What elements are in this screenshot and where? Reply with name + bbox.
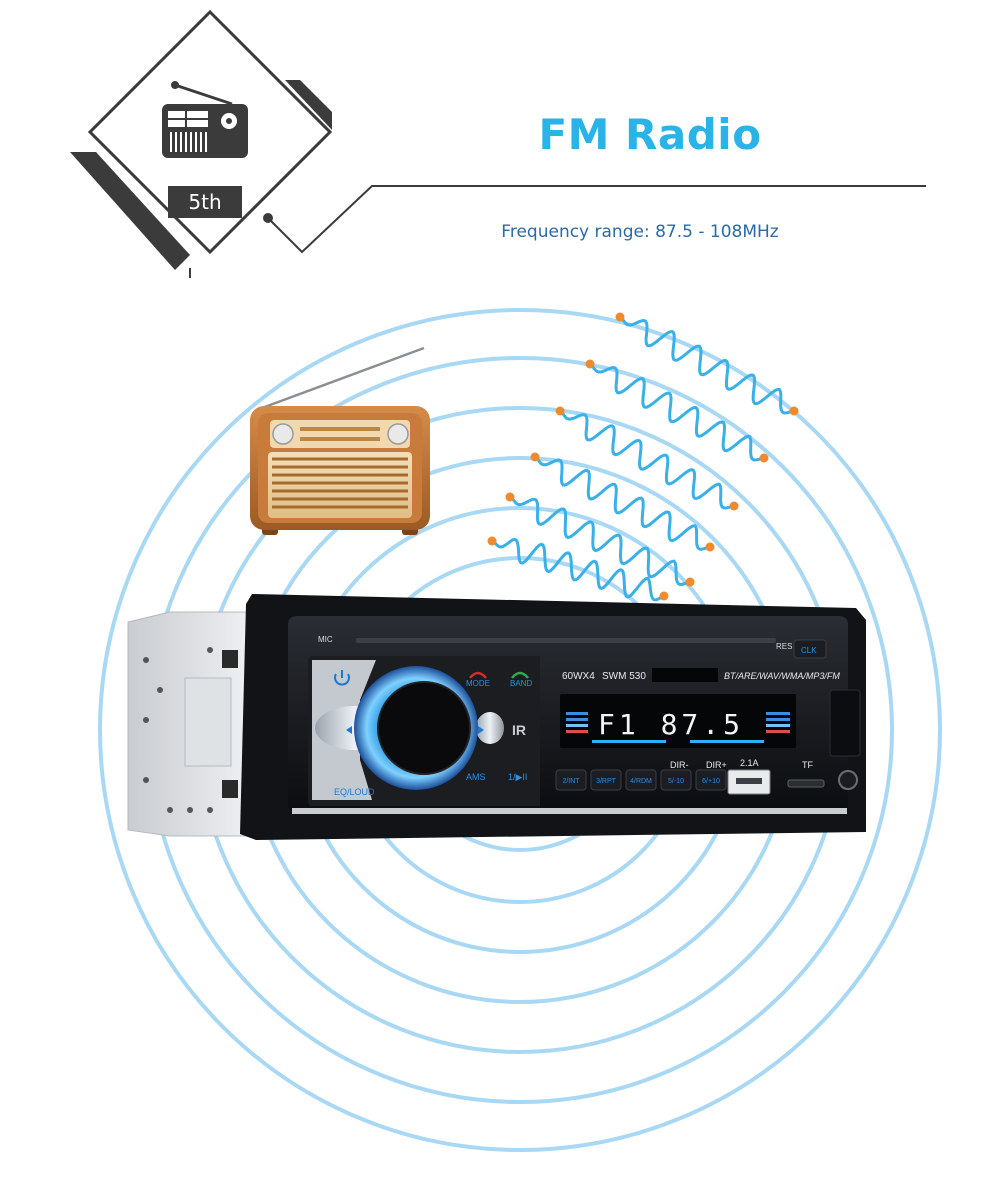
wave-dot: [530, 452, 540, 462]
header-decoration: [70, 9, 926, 278]
radio-icon: [162, 81, 248, 158]
page-title: FM Radio: [538, 110, 762, 159]
volume-knob[interactable]: [377, 681, 471, 775]
clk-label: CLK: [801, 646, 817, 655]
wave-dot: [487, 536, 497, 546]
clk-button[interactable]: [793, 639, 827, 659]
preset-button[interactable]: [695, 769, 727, 791]
wave-3: [559, 409, 735, 510]
next-icon[interactable]: [478, 726, 484, 734]
display-text: F1 87.5: [598, 708, 744, 741]
aux-jack[interactable]: [838, 770, 858, 790]
mode-icon: [469, 671, 487, 679]
preset-button[interactable]: [555, 769, 587, 791]
wave-2: [589, 362, 765, 462]
eq-bars-right: [766, 712, 790, 733]
lcd-display: [560, 694, 796, 748]
dir-plus-label: DIR+: [706, 760, 727, 770]
preset-button[interactable]: [660, 769, 692, 791]
tf-label: TF: [802, 760, 813, 770]
preset-button[interactable]: [590, 769, 622, 791]
wave-5: [509, 495, 691, 587]
wave-dot: [729, 501, 739, 511]
radio-waves: [487, 312, 799, 602]
wave-1: [619, 315, 795, 415]
frequency-range: Frequency range: 87.5 - 108MHz: [501, 222, 779, 242]
preset-label: 6/+10: [702, 778, 720, 785]
play-pause-label[interactable]: 1/▶II: [508, 772, 527, 782]
ir-sensor: IR: [512, 722, 526, 738]
wave-dot: [705, 542, 715, 552]
car-stereo: 2/INT 3/RPT 4/RDM 5/-10 6/+10 MIC RES CLK MO…: [127, 594, 866, 840]
dir-minus-label: DIR-: [670, 760, 689, 770]
wave-dot: [585, 359, 595, 369]
wave-dot: [789, 406, 799, 416]
preset-buttons: 2/INT 3/RPT 4/RDM 5/-10 6/+10: [555, 769, 727, 791]
feature-badge: 5th: [168, 186, 242, 218]
model-label: SWM 530: [602, 671, 646, 682]
mode-label[interactable]: MODE: [466, 679, 490, 688]
preset-label: 4/RDM: [630, 778, 652, 785]
preset-label: 2/INT: [562, 778, 580, 785]
band-icon: [511, 671, 529, 679]
ams-label[interactable]: AMS: [466, 772, 486, 782]
tf-slot[interactable]: [787, 779, 825, 788]
usb-current-label: 2.1A: [740, 758, 759, 768]
formats-label: BT/ARE/WAV/WMA/MP3/FM: [724, 671, 840, 681]
preset-label: 3/RPT: [596, 778, 617, 785]
mic-label: MIC: [318, 635, 333, 644]
stereo-chassis: [127, 611, 251, 837]
wave-dot: [615, 312, 625, 322]
wave-dot: [759, 453, 769, 463]
eq-loud-label[interactable]: EQ/LOUD: [334, 787, 375, 797]
wave-dot: [555, 406, 565, 416]
power-rating: 60WX4: [562, 671, 595, 682]
res-label: RES: [776, 642, 792, 651]
wave-6: [491, 537, 665, 602]
preset-button[interactable]: [625, 769, 657, 791]
vintage-radio: [250, 346, 430, 535]
preset-label: 5/-10: [668, 778, 684, 785]
power-icon[interactable]: [334, 670, 350, 686]
wave-4: [534, 455, 711, 551]
wave-dot: [505, 492, 515, 502]
eq-bars-left: [566, 712, 588, 733]
wave-dot: [659, 591, 669, 601]
prev-icon[interactable]: [346, 726, 352, 734]
wave-dot: [685, 577, 695, 587]
band-label[interactable]: BAND: [510, 679, 532, 688]
